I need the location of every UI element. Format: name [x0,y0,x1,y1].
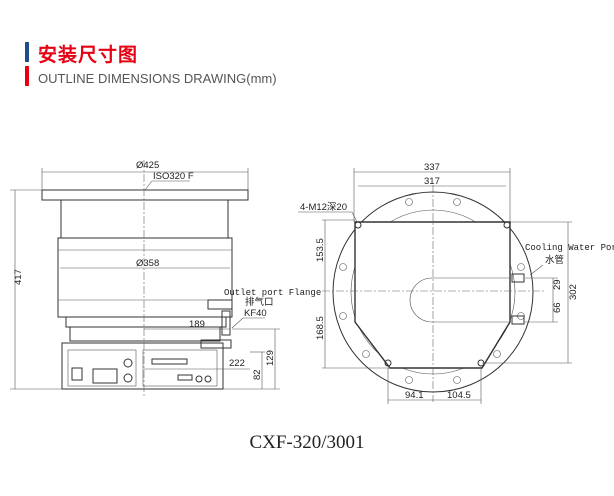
dim-dia-425: Ø425 [136,160,159,171]
cooling-label: Cooling Water Port [525,243,614,253]
front-view: 417 Ø425 ISO320 F Ø358 Outlet port Flang… [10,160,321,398]
dim-dia-358: Ø358 [136,258,159,269]
dim-222: 222 [229,358,245,369]
thread-label: 4-M12深20 [300,202,347,213]
dim-337: 337 [424,162,440,173]
top-view: 337 317 4-M12深20 153.5 168.5 Cooling Wat… [298,162,614,404]
dim-82: 82 [252,369,263,380]
cooling-cn: 水管 [545,254,564,266]
dim-317: 317 [424,176,440,187]
page-subtitle: OUTLINE DIMENSIONS DRAWING(mm) [38,71,277,86]
outlet-cn: 排气口 [245,296,274,308]
outlet-kf40: KF40 [244,308,267,319]
dim-153-5: 153.5 [315,238,326,262]
dim-129: 129 [265,350,276,366]
dim-66: 66 [552,302,563,313]
dim-302: 302 [568,284,579,300]
dim-168-5: 168.5 [315,316,326,340]
page-title: 安装尺寸图 [38,44,139,66]
dim-189: 189 [189,319,205,330]
dim-104-5: 104.5 [447,390,471,401]
flange-type: ISO320 F [153,171,194,182]
dim-94-1: 94.1 [405,390,424,401]
header-bar-red [25,66,29,86]
model-caption: CXF-320/3001 [249,432,365,453]
outlet-label: Outlet port Flange [224,288,321,298]
header-bar-blue [25,42,29,62]
dim-417: 417 [13,269,24,285]
dim-29: 29 [552,279,563,290]
